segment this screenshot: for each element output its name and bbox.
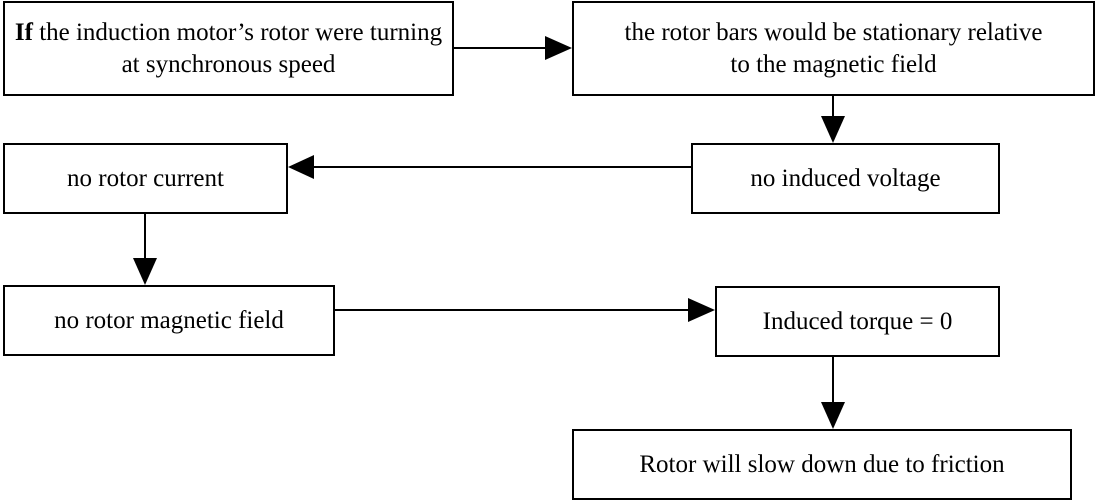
node-rotor-bars-stationary: the rotor bars would be stationary relat… [572,1,1095,96]
node-no-rotor-current: no rotor current [3,143,288,214]
node-rotor-bars-stationary-label: the rotor bars would be stationary relat… [624,18,1043,78]
arrow-n5-to-n6 [335,298,715,322]
arrow-n1-to-n2 [454,36,572,60]
node-if-synchronous-speed-text: If the induction motor’s rotor were turn… [5,17,452,81]
node-no-rotor-magnetic-field-label: no rotor magnetic field [54,306,284,334]
node-induced-torque-zero: Induced torque = 0 [715,286,1000,357]
node-no-rotor-current-label: no rotor current [67,164,224,192]
arrow-n4-to-n5 [133,214,157,285]
node-no-rotor-magnetic-field: no rotor magnetic field [3,285,335,356]
node-if-keyword: If [14,18,33,46]
node-no-induced-voltage: no induced voltage [691,143,1000,214]
node-induced-torque-zero-label: Induced torque = 0 [762,307,953,335]
node-rotor-slow-down: Rotor will slow down due to friction [572,429,1072,500]
arrow-n3-to-n4 [288,155,691,179]
node-no-induced-voltage-label: no induced voltage [750,164,941,192]
arrow-n6-to-n7 [821,357,845,429]
node-rotor-slow-down-label: Rotor will slow down due to friction [639,450,1005,478]
node-if-synchronous-speed-label: the induction motor’s rotor were turning… [32,18,443,78]
node-if-synchronous-speed: If the induction motor’s rotor were turn… [3,1,454,96]
arrow-n2-to-n3 [821,96,845,143]
